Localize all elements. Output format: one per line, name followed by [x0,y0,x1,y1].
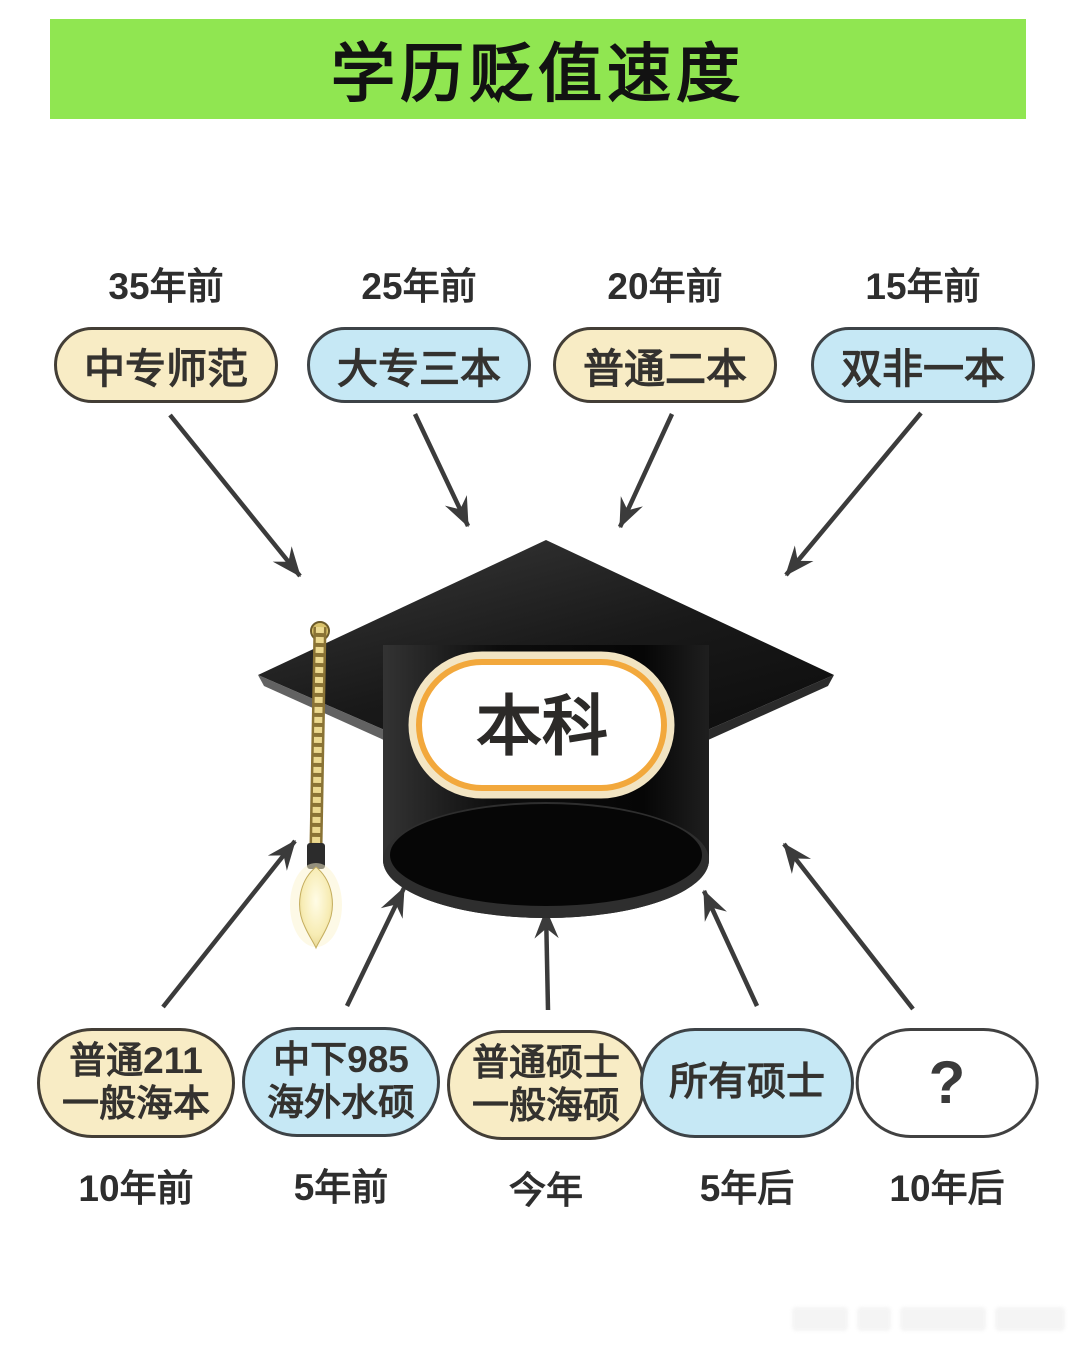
node-this-year: 普通硕士 一般海硕 今年 [447,1030,645,1214]
badge-label: 本科 [476,689,608,763]
degree-pill: 双非一本 [811,327,1035,403]
node-20-years-ago: 20年前 普通二本 [553,256,777,403]
degree-label-line1: 普通211 [69,1040,203,1082]
arrow-20yr-to-cap [617,413,675,529]
degree-pill: 中专师范 [54,327,278,403]
badge [416,659,667,791]
degree-label-line2: 一般海硕 [472,1085,620,1126]
page-title: 学历贬值速度 [331,38,745,110]
node-25-years-ago: 25年前 大专三本 [307,256,531,403]
degree-label: 普通二本 [583,346,747,392]
time-label: 5年后 [699,1168,795,1209]
node-5-years-ago: 中下985 海外水硕 5年前 [242,1027,440,1211]
node-10-years-ago: 普通211 一般海本 10年前 [37,1028,235,1212]
degree-pill: 普通二本 [553,327,777,403]
degree-pill: 所有硕士 [639,1028,855,1138]
degree-pill: 大专三本 [307,327,531,403]
degree-label-line1: 普通硕士 [472,1042,620,1084]
degree-pill: 普通211 一般海本 [37,1028,235,1138]
time-label: 5年前 [293,1167,389,1208]
time-label: 20年前 [607,266,723,307]
degree-label: 大专三本 [337,346,501,392]
title-banner: 学历贬值速度 [50,19,1026,119]
graduation-cap-icon: 本科 [258,540,834,950]
arrow-35yr-to-cap [168,413,302,578]
time-label: 今年 [509,1170,583,1211]
degree-pill: 中下985 海外水硕 [242,1027,440,1137]
arrow-25yr-to-cap [412,413,471,528]
node-5-years-later: 所有硕士 5年后 [639,1028,855,1212]
degree-label: 中专师范 [84,346,248,392]
arrow-10yr-later-to-cap [782,842,915,1011]
arrow-this-year-to-cap [534,908,559,1011]
node-10-years-later: ? 10年后 [855,1028,1039,1212]
degree-pill: 普通硕士 一般海硕 [447,1030,645,1140]
arrow-15yr-to-cap [784,411,923,577]
time-label: 35年前 [108,266,224,307]
time-label: 25年前 [361,266,477,307]
arrow-10yr-ago-to-cap [161,839,297,1009]
watermark [792,1306,1065,1332]
arrow-5yr-later-to-cap [701,889,760,1007]
degree-label: 所有硕士 [668,1061,826,1105]
arrow-5yr-ago-to-cap [344,886,407,1007]
node-35-years-ago: 35年前 中专师范 [54,256,278,403]
question-mark: ? [928,1049,966,1117]
time-label: 15年前 [865,266,981,307]
degree-pill-unknown: ? [855,1028,1039,1138]
degree-label-line2: 海外水硕 [267,1082,415,1123]
degree-label-line2: 一般海本 [62,1083,210,1124]
time-label: 10年后 [889,1168,1005,1209]
degree-label: 双非一本 [841,346,1005,392]
tassel [290,621,342,950]
degree-label-line1: 中下985 [273,1039,409,1081]
time-label: 10年前 [78,1168,194,1209]
node-15-years-ago: 15年前 双非一本 [811,256,1035,403]
